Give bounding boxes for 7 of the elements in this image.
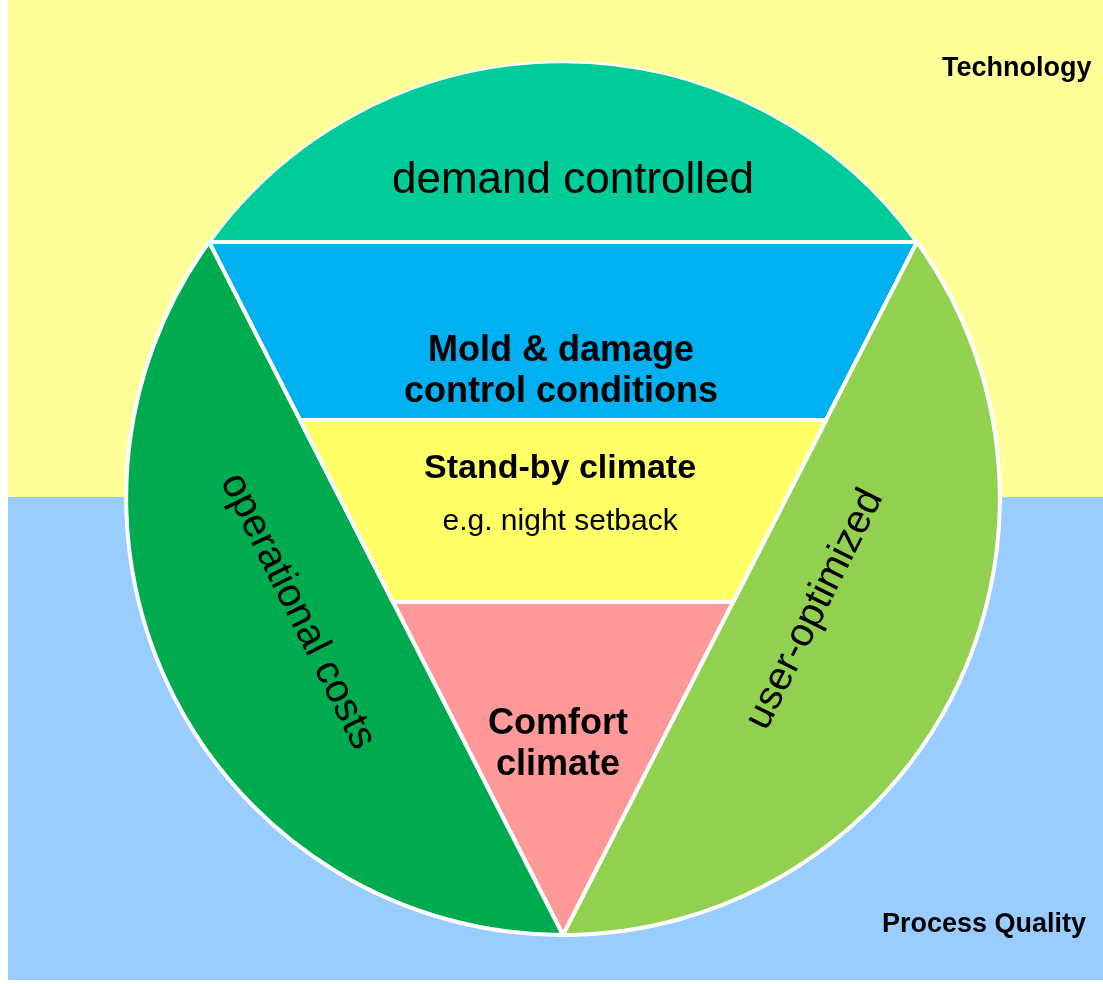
- layer-label: Stand-by climate: [424, 446, 697, 486]
- layer-label: e.g. night setback: [442, 502, 678, 537]
- band-label: Technology: [942, 52, 1092, 84]
- band-label: Process Quality: [882, 908, 1087, 940]
- segment-label: demand controlled: [392, 152, 754, 204]
- layer-label: Comfort climate: [487, 701, 629, 784]
- layer-label: Mold & damage control conditions: [403, 328, 719, 411]
